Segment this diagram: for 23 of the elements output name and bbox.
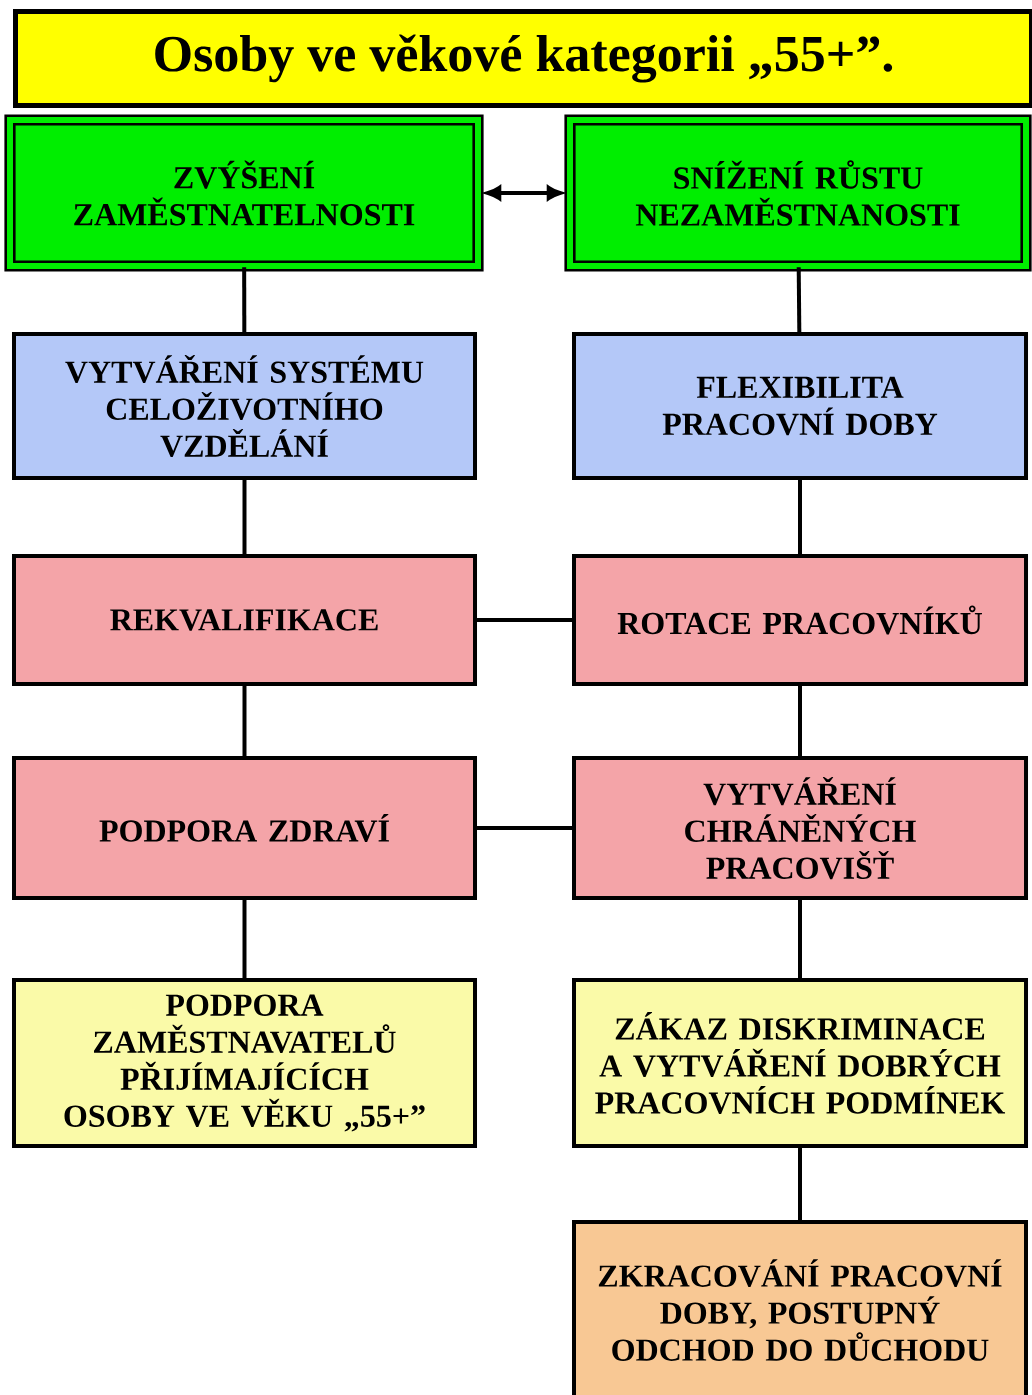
measure-box: FLEXIBILITA PRACOVNÍ DOBY [572, 332, 1028, 480]
goal-box: SNÍŽENÍ RŮSTU NEZAMĚSTNANOSTI [564, 114, 1032, 272]
measure-box: PODPORA ZAMĚSTNAVATELŮ PŘIJÍMAJÍCÍCH OSOBY VE VĚKU „55+” [12, 978, 477, 1148]
measure-box: PODPORA ZDRAVÍ [12, 756, 477, 900]
connector-line [242, 900, 247, 978]
goal-box: ZVÝŠENÍ ZAMĚSTNATELNOSTI [4, 114, 484, 272]
measure-box: VYTVÁŘENÍ SYSTÉMU CELOŽIVOTNÍHO VZDĚLÁNÍ [12, 332, 477, 480]
measure-box: ZKRACOVÁNÍ PRACOVNÍ DOBY, POSTUPNÝ ODCHOD DO DŮCHODU [572, 1220, 1028, 1395]
connector-line [796, 267, 802, 333]
connector-line [798, 900, 802, 978]
connector-line [477, 826, 572, 830]
measure-box: ROTACE PRACOVNÍKŮ [572, 554, 1028, 686]
measure-box: VYTVÁŘENÍ CHRÁNĚNÝCH PRACOVIŠŤ [572, 756, 1028, 900]
measure-box: REKVALIFIKACE [12, 554, 477, 686]
connector-line [798, 1148, 802, 1220]
connector-line [477, 618, 572, 622]
connector-line [798, 480, 802, 554]
connector-line [242, 267, 247, 332]
connector-line [242, 480, 247, 554]
title-banner: Osoby ve věkové kategorii „55+”. [13, 9, 1032, 108]
connector-line [242, 686, 247, 756]
connector-line [798, 686, 802, 756]
measure-box: ZÁKAZ DISKRIMINACE A VYTVÁŘENÍ DOBRÝCH PRACOVNÍCH PODMÍNEK [572, 978, 1028, 1148]
